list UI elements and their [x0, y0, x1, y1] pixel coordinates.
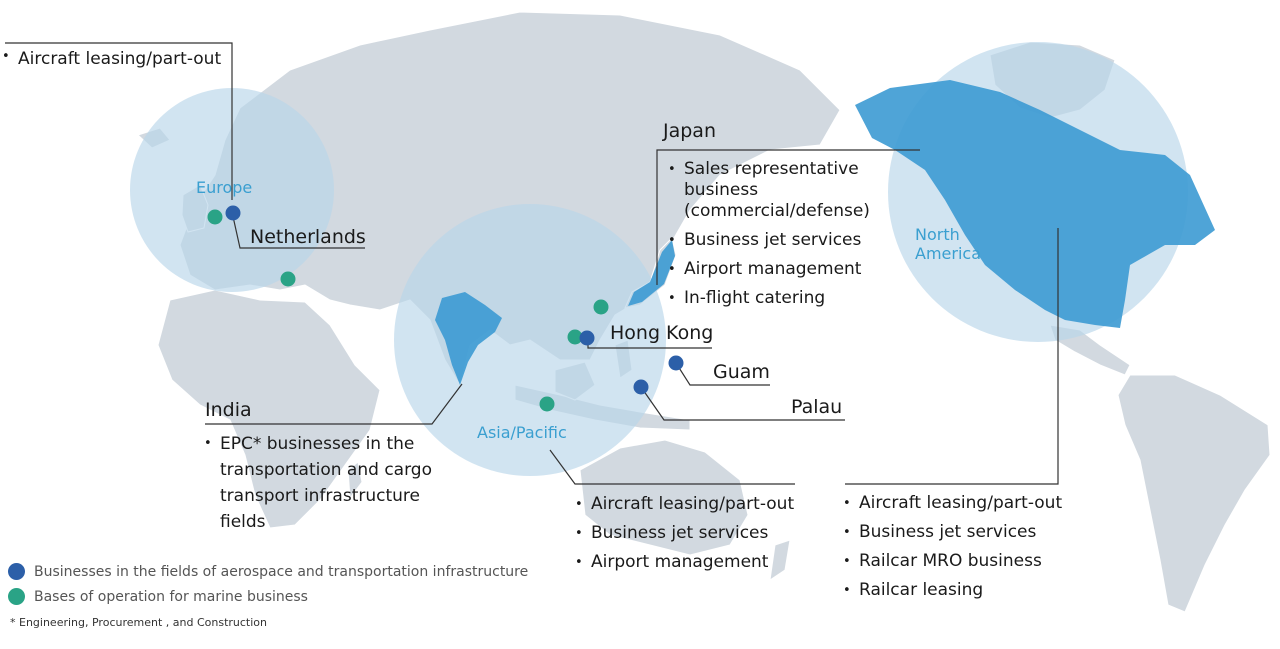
- asia-pacific-business-list: Aircraft leasing/part-out Business jet s…: [573, 490, 794, 577]
- highlighted-countries: [435, 80, 1215, 385]
- country-label-japan: Japan: [663, 120, 716, 142]
- list-item: Business jet services: [841, 518, 1062, 547]
- list-item: Aircraft leasing/part-out: [573, 490, 794, 519]
- aerospace-dot-palau: [633, 379, 649, 395]
- japan-business-list: Sales representative business (commercia…: [666, 159, 934, 309]
- legend-label: Businesses in the fields of aerospace an…: [34, 563, 529, 580]
- legend-row-marine: Bases of operation for marine business: [8, 584, 528, 609]
- list-item: Business jet services: [666, 230, 934, 251]
- connector-lines: [5, 42, 1059, 485]
- marine-dot-greece: [280, 271, 296, 287]
- footnote: * Engineering, Procurement , and Constru…: [10, 616, 267, 629]
- line-palau: [640, 386, 845, 421]
- marine-dot-hong-kong: [567, 329, 583, 345]
- line-japan: [656, 149, 920, 285]
- country-label-guam: Guam: [713, 361, 770, 383]
- region-label-asia-pacific: Asia/Pacific: [477, 423, 567, 442]
- list-item: Railcar leasing: [841, 576, 1062, 605]
- highlight-japan: [628, 240, 675, 306]
- list-item: Railcar MRO business: [841, 547, 1062, 576]
- list-item: In-flight catering: [666, 288, 934, 309]
- list-item: Aircraft leasing/part-out: [0, 49, 221, 69]
- line-north-america: [845, 228, 1059, 485]
- legend-row-aerospace: Businesses in the fields of aerospace an…: [8, 559, 528, 584]
- country-label-netherlands: Netherlands: [250, 226, 366, 248]
- line-netherlands: [231, 211, 365, 249]
- line-europe-top: [5, 42, 233, 200]
- legend-label: Bases of operation for marine business: [34, 588, 308, 605]
- country-label-hong-kong: Hong Kong: [610, 322, 714, 344]
- line-asia-pacific: [549, 449, 795, 485]
- highlight-india: [435, 292, 502, 385]
- marine-dot-shanghai: [593, 299, 609, 315]
- marine-dot-icon: [8, 588, 25, 605]
- india-business-list: EPC* businesses in the transportation an…: [202, 431, 470, 535]
- list-item: Sales representative business (commercia…: [666, 159, 934, 222]
- list-item: Airport management: [666, 259, 934, 280]
- location-dots: [207, 205, 684, 412]
- list-item: EPC* businesses in the transportation an…: [202, 431, 470, 535]
- highlight-north-america: [855, 80, 1215, 328]
- marine-dot-uk: [207, 209, 223, 225]
- list-item: Airport management: [573, 548, 794, 577]
- europe-business-list: Aircraft leasing/part-out: [0, 49, 221, 69]
- list-item: Aircraft leasing/part-out: [841, 489, 1062, 518]
- map-legend: Businesses in the fields of aerospace an…: [8, 559, 528, 609]
- aerospace-dot-netherlands: [225, 205, 241, 221]
- land-south-america: [1117, 374, 1271, 613]
- country-label-palau: Palau: [791, 396, 843, 418]
- list-item: Business jet services: [573, 519, 794, 548]
- line-guam: [675, 362, 770, 386]
- line-india: [205, 383, 463, 425]
- north-america-business-list: Aircraft leasing/part-out Business jet s…: [841, 489, 1062, 605]
- marine-dot-singapore: [539, 396, 555, 412]
- country-label-india: India: [205, 399, 252, 421]
- region-label-europe: Europe: [196, 178, 253, 197]
- asia-pacific-circle: [394, 204, 666, 476]
- aerospace-dot-hong-kong: [579, 330, 595, 346]
- aerospace-dot-icon: [8, 563, 25, 580]
- aerospace-dot-guam: [668, 355, 684, 371]
